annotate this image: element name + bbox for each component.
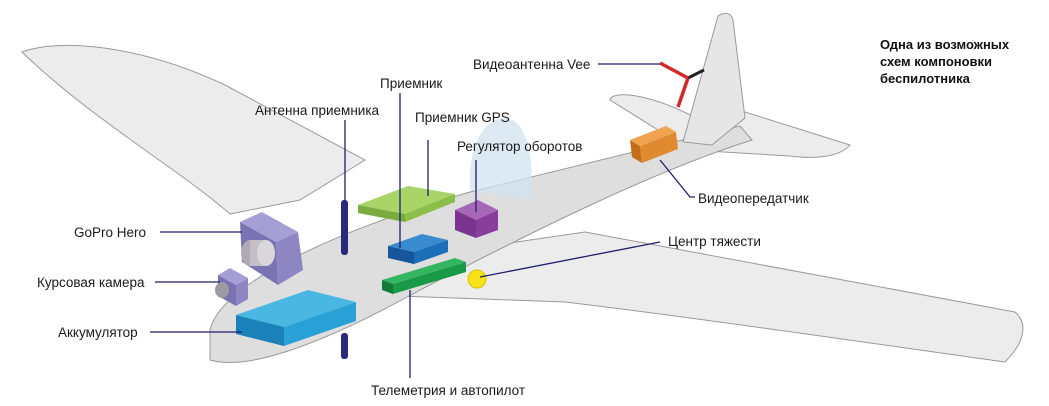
diagram-title-line-3: беспилотника <box>880 71 971 86</box>
right-wing <box>379 231 1024 363</box>
diagram-title-line-1: Одна из возможных <box>880 37 1010 52</box>
telemetry-box <box>382 258 466 294</box>
leader-lines <box>150 63 695 378</box>
receiver-antenna-rod-lower <box>341 333 348 359</box>
label-center-of-gravity: Центр тяжести <box>668 234 761 249</box>
label-course-camera: Курсовая камера <box>37 275 145 290</box>
left-wing <box>21 44 367 215</box>
label-battery: Аккумулятор <box>58 325 138 340</box>
label-video-antenna-vee: Видеоантенна Vee <box>473 57 590 72</box>
gps-receiver-box <box>358 186 455 222</box>
center-of-gravity-marker <box>467 269 487 289</box>
vertical-fin <box>682 12 746 146</box>
label-receiver-antenna: Антенна приемника <box>255 103 380 118</box>
receiver-box <box>388 234 448 264</box>
canopy <box>469 118 532 200</box>
video-transmitter-box <box>630 126 678 163</box>
course-camera <box>215 268 248 306</box>
label-gopro: GoPro Hero <box>74 225 146 240</box>
label-gps-receiver: Приемник GPS <box>415 110 510 125</box>
vee-antenna <box>659 61 705 108</box>
gopro-camera <box>240 212 303 285</box>
label-telemetry-autopilot: Телеметрия и автопилот <box>371 383 525 398</box>
receiver-antenna-rod <box>341 200 348 255</box>
label-speed-controller: Регулятор оборотов <box>457 139 582 154</box>
label-video-transmitter: Видеопередатчик <box>698 191 809 206</box>
label-receiver: Приемник <box>380 76 443 91</box>
diagram-title-line-2: схем компоновки <box>880 54 992 69</box>
battery-box <box>236 290 356 346</box>
